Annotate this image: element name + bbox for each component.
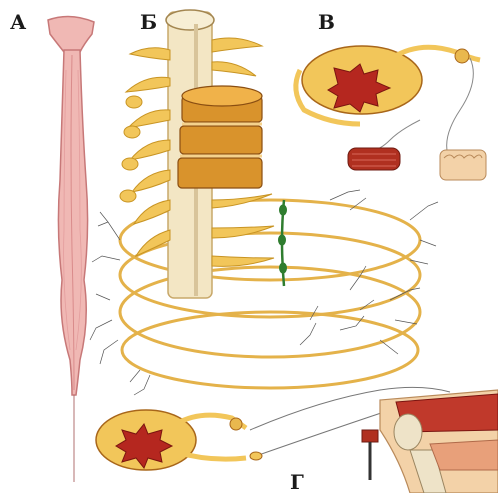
panel-label-b: Б [140,12,157,32]
intercostal-nerve-loops [120,200,420,388]
cord-top-section [166,10,214,30]
cord-top-bulb [48,16,94,52]
panel-label-v: В [318,12,335,32]
v-motor-fiber [372,120,420,150]
vertebral-bodies [178,86,262,188]
sympathetic-trunk [279,200,287,286]
v-sensory-fiber [447,58,474,160]
g-ganglion [230,418,242,430]
panel-label-g: Г [290,472,304,492]
cord-body [58,50,87,395]
g-reflex-hammer [362,430,378,480]
v-muscle-bundle [348,148,400,170]
spinal-nerve-roots-left [120,48,170,256]
panel-label-a: А [10,12,26,32]
v-ganglion [455,49,469,63]
g-knee-joint [380,390,498,493]
v-skin-receptor [440,150,486,180]
panel-v-cross-section [296,46,486,180]
panel-a-spinal-cord [48,16,94,482]
g-nerve-junction [250,452,262,460]
